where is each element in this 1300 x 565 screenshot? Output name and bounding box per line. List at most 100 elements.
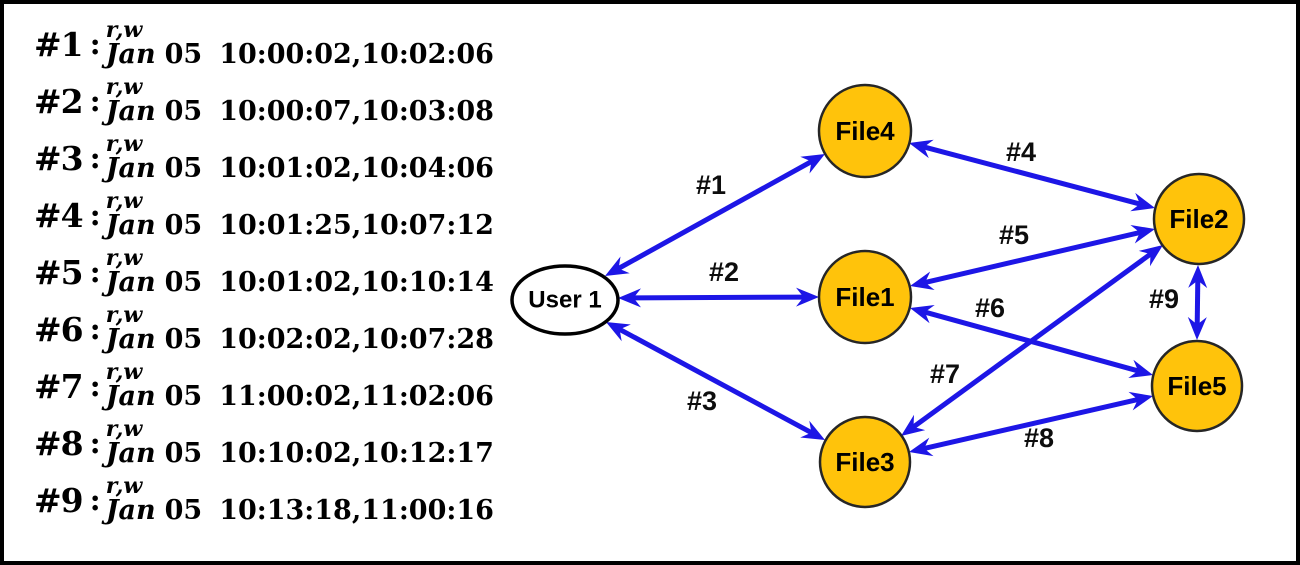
log-entry-times: 10:10:02,10:12:17: [219, 438, 494, 470]
arrowhead-icon: [910, 271, 935, 290]
edge-label: #9: [1149, 284, 1179, 314]
log-entry-day: 05: [164, 210, 203, 242]
node-label: File1: [835, 282, 894, 312]
node-label: File2: [1169, 204, 1228, 234]
node-file2: File2: [1152, 172, 1246, 266]
edge-label: #3: [687, 386, 717, 416]
node-file1: File1: [817, 249, 913, 345]
log-entry-colon: :: [89, 84, 101, 119]
access-graph: User 1File4File1File3File2File5#1#2#3#4#…: [510, 83, 1246, 509]
arrowhead-icon: [1128, 359, 1153, 378]
log-entry-times: 10:00:07,10:03:08: [219, 96, 494, 128]
edge-3: [606, 322, 825, 440]
log-entry-month: Jan: [105, 495, 156, 527]
log-entry-colon: :: [89, 141, 101, 176]
log-entry-times: 10:01:02,10:10:14: [219, 267, 494, 299]
edge-label: #2: [709, 257, 739, 287]
arrowhead-icon: [606, 322, 631, 342]
log-entry-operations: r,w: [105, 131, 143, 158]
log-entry-id: #8: [34, 424, 84, 463]
log-entry-month: Jan: [105, 438, 156, 470]
log-entry-month: Jan: [105, 153, 156, 185]
log-entry-times: 10:00:02,10:02:06: [219, 39, 494, 71]
arrowhead-icon: [1130, 225, 1155, 244]
log-entry-colon: :: [89, 255, 101, 290]
log-entry-colon: :: [89, 312, 101, 347]
arrowhead-icon: [901, 414, 926, 436]
log-entry-operations: r,w: [105, 188, 143, 215]
arrowhead-icon: [909, 437, 934, 457]
log-entry-day: 05: [164, 324, 203, 356]
log-entry-colon: :: [89, 27, 101, 62]
edge-8: [909, 391, 1153, 457]
log-entry-month: Jan: [105, 381, 156, 413]
log-entry-day: 05: [164, 267, 203, 299]
log-entry-operations: r,w: [105, 245, 143, 272]
edge-9: [1187, 265, 1208, 340]
arrowhead-icon: [1128, 391, 1153, 411]
log-entry-colon: :: [89, 369, 101, 404]
node-label: File3: [835, 447, 894, 477]
node-file4: File4: [817, 83, 913, 179]
arrowhead-icon: [1138, 245, 1163, 267]
log-entry-operations: r,w: [105, 17, 143, 44]
node-label: File4: [835, 116, 895, 146]
edge-2: [618, 287, 819, 308]
edge-7: [901, 245, 1163, 436]
node-file5: File5: [1150, 339, 1244, 433]
arrowhead-icon: [1130, 192, 1155, 212]
arrowhead-icon: [605, 256, 630, 276]
arrowhead-icon: [909, 139, 934, 159]
node-user-1: User 1: [510, 264, 620, 336]
log-entry-times: 10:13:18,11:00:16: [219, 495, 494, 527]
log-entry-month: Jan: [105, 210, 156, 242]
log-entry-colon: :: [89, 198, 101, 233]
edge-label: #1: [696, 170, 726, 200]
log-entry-colon: :: [89, 426, 101, 461]
edge-label: #8: [1024, 423, 1054, 453]
edge-4: [909, 139, 1155, 212]
arrowhead-icon: [1188, 265, 1208, 289]
log-entry-operations: r,w: [105, 473, 143, 500]
arrowhead-icon: [618, 288, 641, 308]
arrowhead-icon: [800, 420, 825, 440]
log-entry-id: #9: [34, 481, 84, 520]
edge-1: [605, 154, 825, 276]
edge-5: [910, 225, 1155, 290]
arrowhead-icon: [800, 154, 825, 174]
log-entry-id: #1: [34, 25, 84, 64]
log-entry-id: #2: [34, 82, 84, 121]
log-entry-id: #4: [34, 196, 84, 235]
arrowhead-icon: [796, 287, 819, 307]
log-entry-times: 10:02:02,10:07:28: [219, 324, 494, 356]
log-entry-operations: r,w: [105, 416, 143, 443]
log-entry-id: #6: [34, 310, 84, 349]
node-file3: File3: [818, 415, 912, 509]
log-entry-month: Jan: [105, 96, 156, 128]
log-entry-operations: r,w: [105, 302, 143, 329]
log-entry-day: 05: [164, 153, 203, 185]
log-entry-times: 10:01:25,10:07:12: [219, 210, 494, 242]
log-entry-colon: :: [89, 483, 101, 518]
log-entry-times: 11:00:02,11:02:06: [219, 381, 494, 413]
